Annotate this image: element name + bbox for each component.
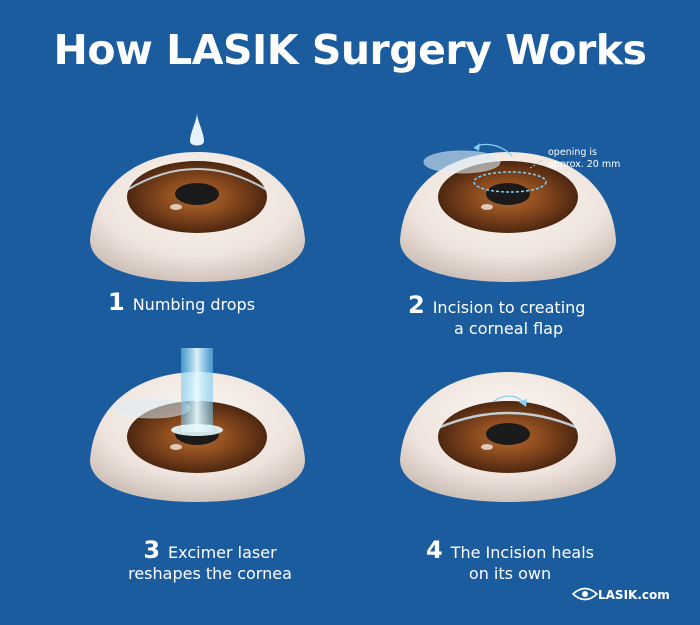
laser-beam <box>181 348 213 432</box>
brand-name: LASIK.com <box>598 588 670 602</box>
step-1-label: 1 Numbing drops <box>108 290 428 315</box>
step-3-text-line2: reshapes the cornea <box>128 564 292 583</box>
step-4-text-line2: on its own <box>468 564 552 583</box>
step-3-text-line1: Excimer laser <box>168 543 277 562</box>
eye-step-2 <box>400 143 616 282</box>
flap-callout: opening is approx. 20 mm <box>548 147 620 171</box>
step-4-text-line1: The Incision heals <box>450 543 594 562</box>
brand-logo-icon <box>571 587 599 601</box>
step-3-number: 3 <box>143 536 161 564</box>
page-title: How LASIK Surgery Works <box>53 26 647 74</box>
callout-line-2: approx. 20 mm <box>548 159 621 170</box>
step-4-number: 4 <box>425 536 443 564</box>
step-2-text-line1: Incision to creating <box>432 298 586 317</box>
eye-step-4 <box>400 372 616 502</box>
step-1-number: 1 <box>108 288 125 316</box>
step-2-label: 2 Incision to creating a corneal flap <box>408 293 608 339</box>
eye-step-1 <box>90 113 305 282</box>
eye-step-3 <box>90 348 305 502</box>
step-2-text-line2: a corneal flap <box>454 319 564 338</box>
step-1-text: Numbing drops <box>132 295 256 314</box>
step-3-label: 3 Excimer laser reshapes the cornea <box>110 538 310 584</box>
step-2-number: 2 <box>408 291 425 319</box>
callout-line-1: opening is <box>548 147 598 158</box>
step-4-label: 4 The Incision heals on its own <box>410 538 610 584</box>
